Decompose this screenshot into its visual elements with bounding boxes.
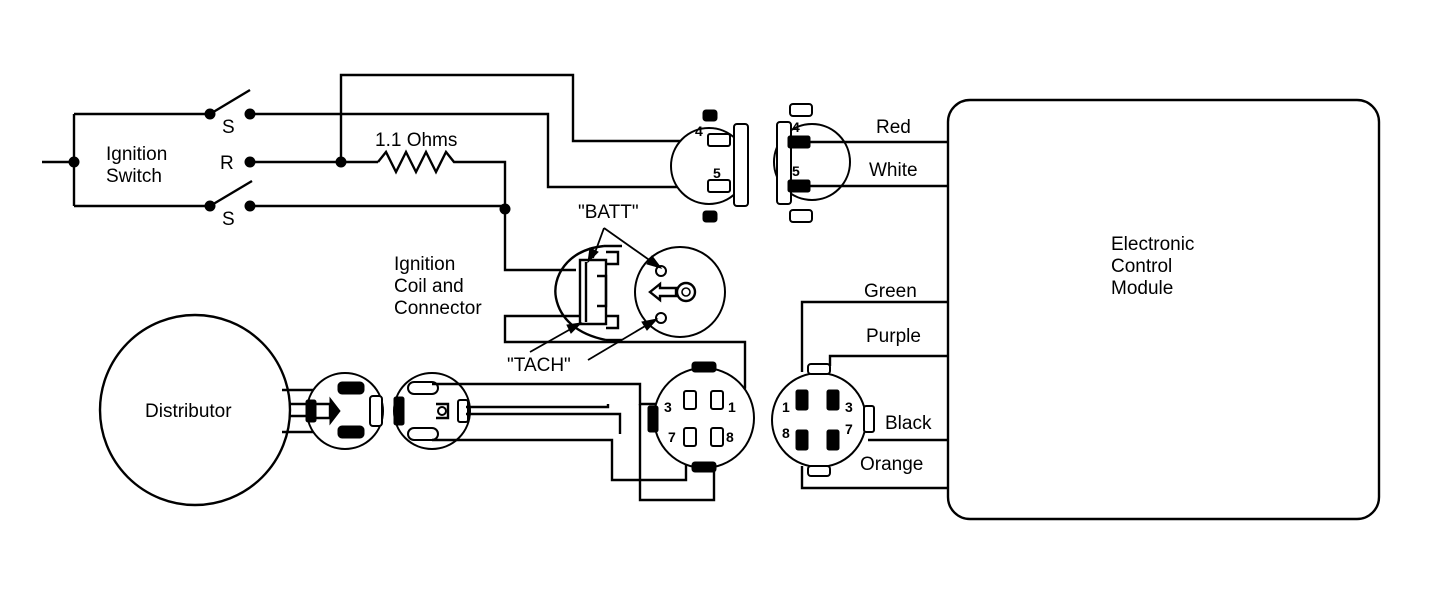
connector8-right-pin-7: 7 [845, 421, 853, 437]
tach-label: "TACH" [507, 355, 571, 376]
ecm-label-2: Control [1111, 256, 1172, 277]
electronic-control-module: Electronic Control Module [946, 98, 1381, 521]
switch-terminal-s-bottom: S [222, 209, 235, 230]
switch-terminal-s-top: S [222, 117, 235, 138]
red-white-wires: Red White [810, 117, 948, 188]
coil-label-2: Coil and [394, 276, 464, 297]
wire-label-black: Black [885, 413, 932, 434]
batt-label: "BATT" [578, 202, 639, 223]
wire-label-white: White [869, 160, 918, 181]
ignition-switch-label-2: Switch [106, 166, 162, 187]
connector8-right-pin-1: 1 [782, 399, 790, 415]
two-pin-connector-left: 4 5 [670, 109, 749, 223]
wire-label-orange: Orange [860, 454, 923, 475]
connector8-right-pin-8: 8 [782, 425, 790, 441]
wire-label-purple: Purple [866, 326, 921, 347]
ecm-label-1: Electronic [1111, 234, 1194, 255]
coil-label-1: Ignition [394, 254, 455, 275]
connector8-left-pin-1: 1 [728, 399, 736, 415]
distributor-connector-female [393, 372, 471, 450]
wire-label-green: Green [864, 281, 917, 302]
eight-pin-connector-right: 1 3 8 7 [771, 363, 875, 477]
switch-terminal-r: R [220, 153, 234, 174]
distributor-connector-male [305, 372, 384, 450]
ecm-label-3: Module [1111, 278, 1173, 299]
resistor-label: 1.1 Ohms [375, 130, 457, 151]
coil-label-3: Connector [394, 298, 482, 319]
connector-left-pin-5: 5 [713, 165, 721, 181]
distributor: Distributor [98, 313, 330, 507]
connector8-left-pin-8: 8 [726, 429, 734, 445]
connector-right-pin-4: 4 [792, 119, 800, 135]
two-pin-connector-right: 4 5 [773, 103, 851, 223]
ignition-switch-label-1: Ignition [106, 144, 167, 165]
connector8-right-pin-3: 3 [845, 399, 853, 415]
ecm-lower-wires: Green Purple Black Orange [800, 281, 948, 490]
switch-wires: 1.1 Ohms [250, 73, 708, 272]
ignition-switch: Ignition Switch S R S [42, 88, 256, 230]
connector8-left-pin-7: 7 [668, 429, 676, 445]
connector8-left-pin-3: 3 [664, 399, 672, 415]
distributor-label: Distributor [145, 401, 232, 422]
connector-left-pin-4: 4 [695, 123, 703, 139]
wire-label-red: Red [876, 117, 911, 138]
eight-pin-connector-left: 3 1 7 8 [647, 361, 755, 473]
connector-right-pin-5: 5 [792, 163, 800, 179]
